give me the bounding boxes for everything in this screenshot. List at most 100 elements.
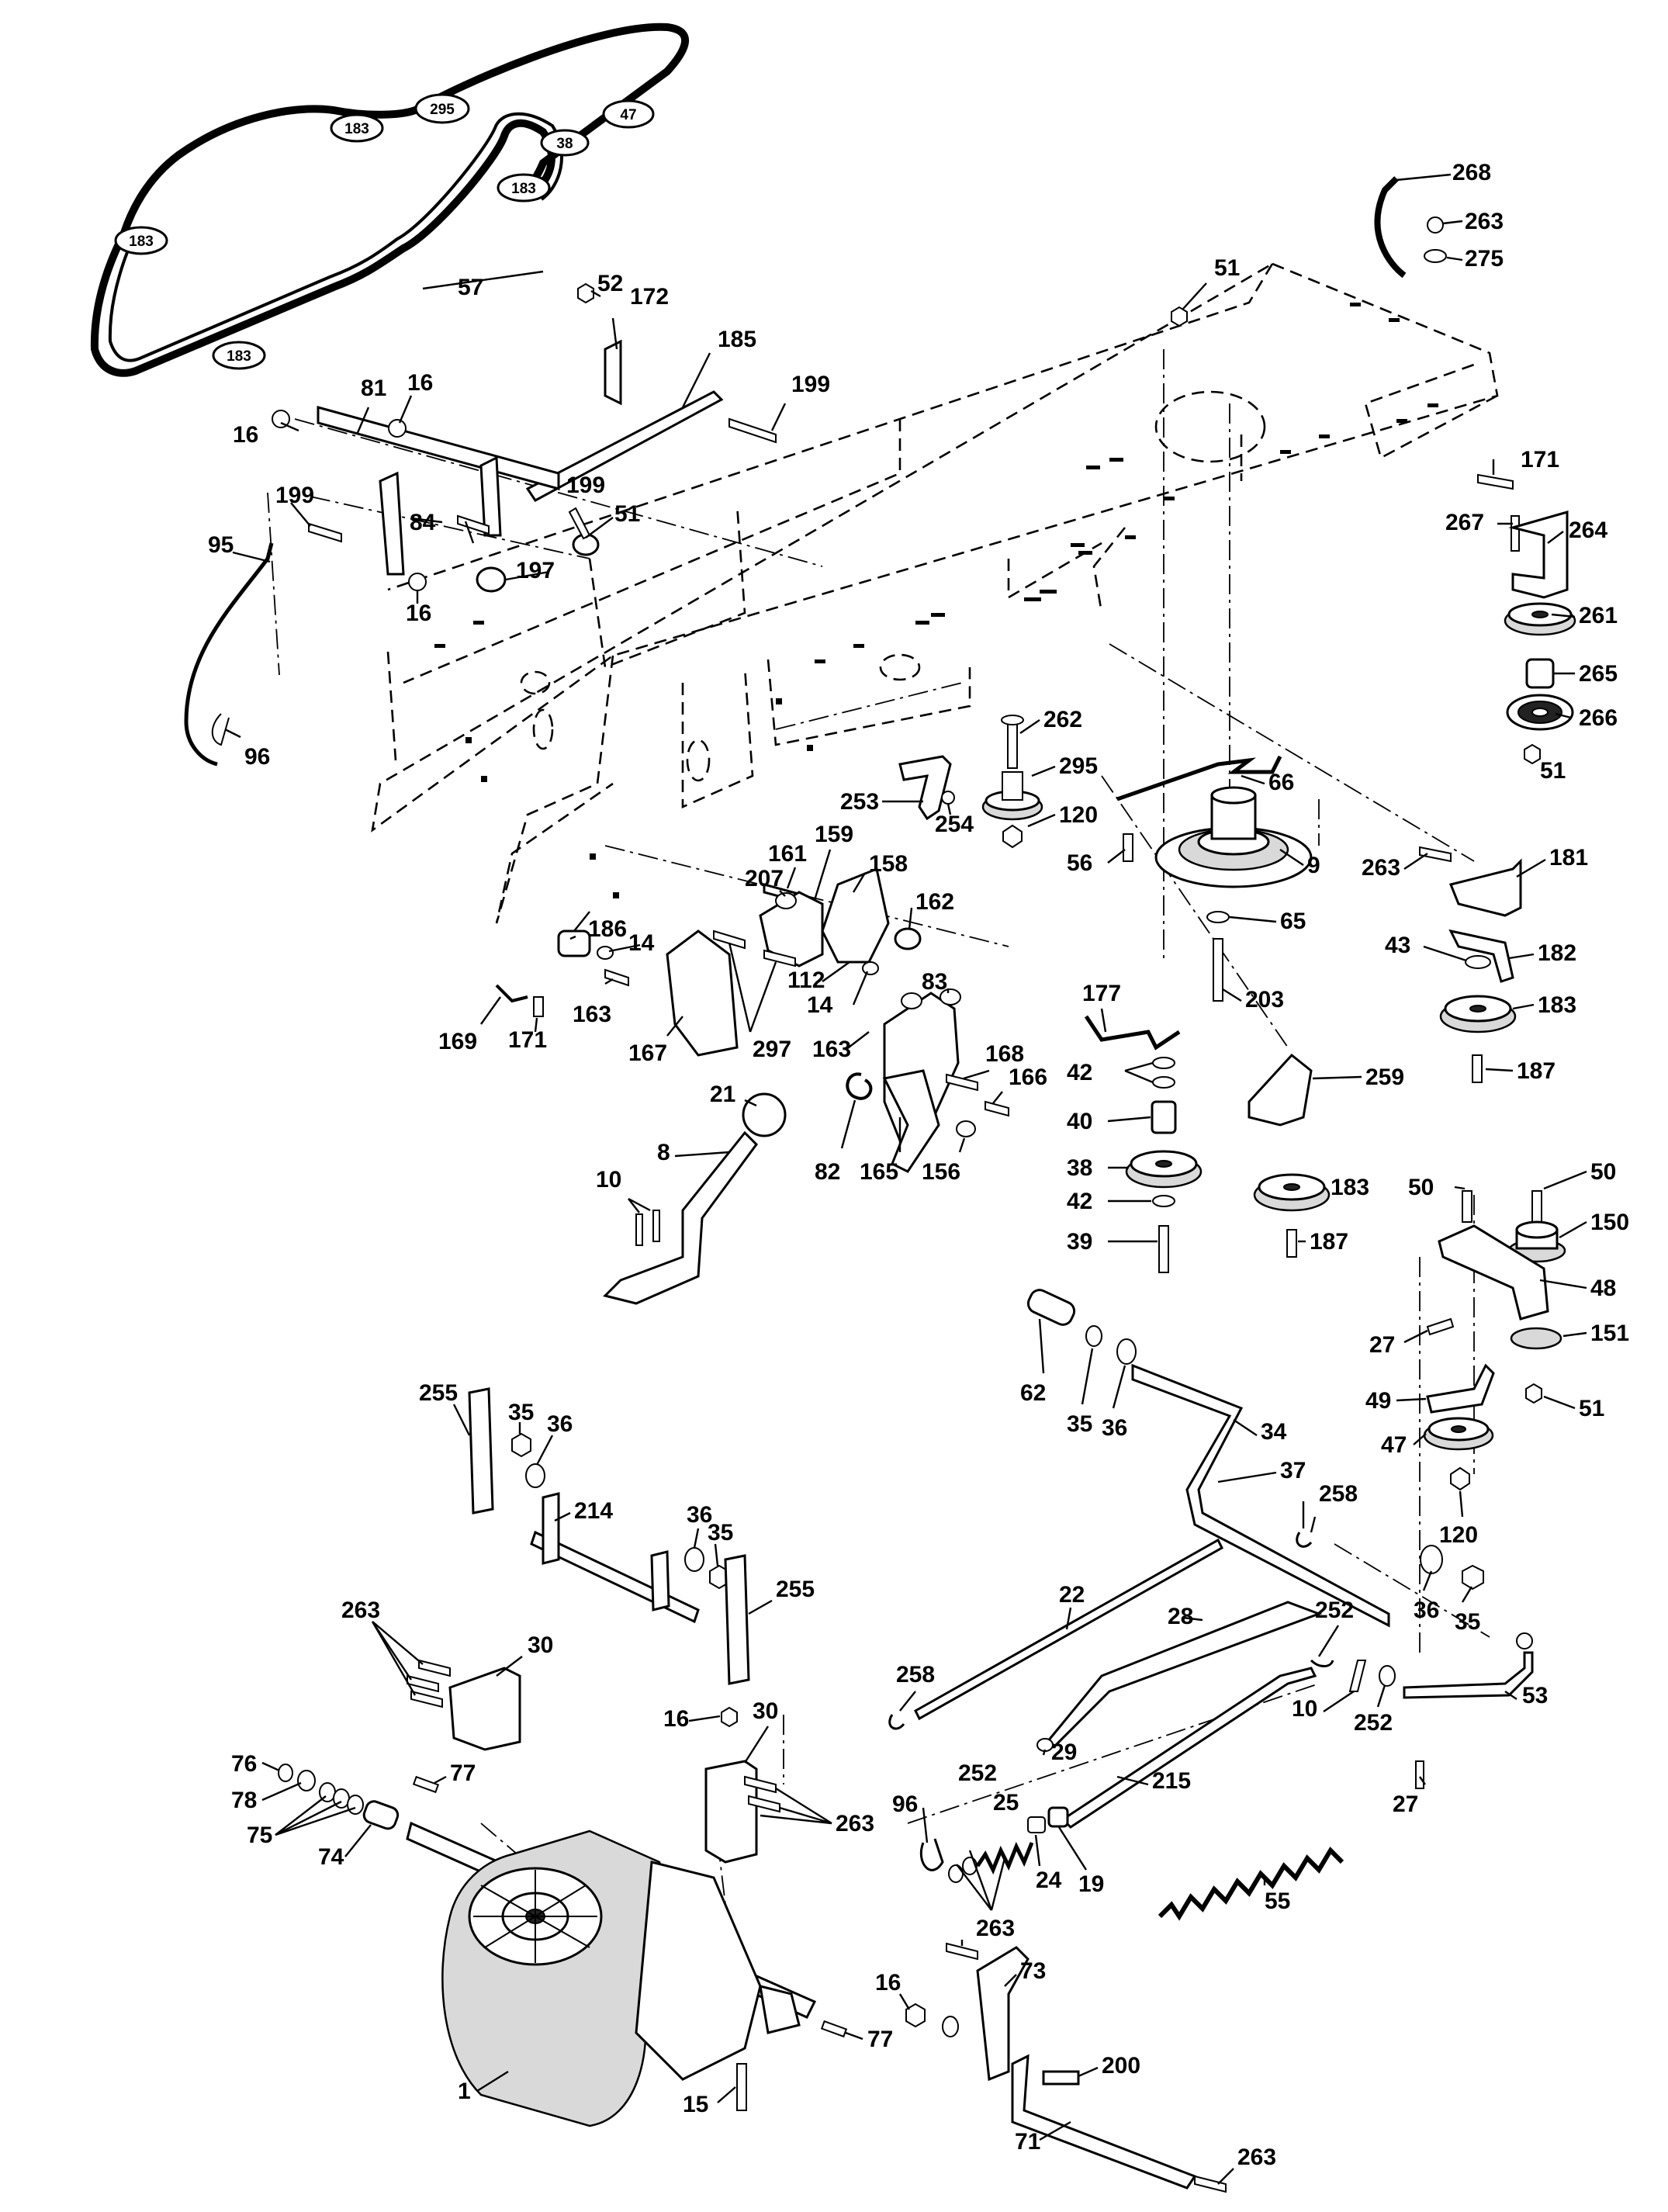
callout-263: 263 [1362,855,1400,881]
callout-169: 169 [438,1029,477,1054]
svg-text:183: 183 [344,121,369,137]
callout-171: 171 [1521,447,1559,473]
callout-168: 168 [985,1041,1024,1067]
callout-53: 53 [1522,1683,1548,1708]
part-263-bolt-e [748,1795,780,1813]
part-81-shaft [317,406,560,490]
callout-56: 56 [1067,850,1092,876]
part-215-rod [1061,1667,1317,1829]
callout-30: 30 [528,1632,553,1658]
callout-36: 36 [1414,1598,1439,1623]
callout-14: 14 [807,992,833,1018]
callout-25: 25 [993,1790,1019,1816]
callout-48: 48 [1590,1276,1616,1301]
callout-71: 71 [1015,2129,1040,2155]
callout-172: 172 [630,284,669,310]
part-75-washer-c [347,1795,364,1815]
callout-203: 203 [1245,987,1284,1013]
part-40-spacer [1151,1100,1177,1134]
part-264-bracket [1508,511,1569,599]
part-265-spacer [1525,658,1555,689]
part-51-nut-top [1171,306,1188,327]
part-42-washer-c [1152,1195,1175,1207]
callout-263: 263 [1465,209,1504,234]
callout-259: 259 [1365,1064,1404,1090]
callout-36: 36 [1102,1415,1127,1441]
part-16-nut-b [388,419,407,438]
part-258-pin-a [1296,1532,1313,1548]
part-83-washer-a [901,992,922,1009]
drive-belt-57 [90,23,689,377]
callout-10: 10 [1292,1696,1317,1722]
part-268-hanger-rod [1374,176,1407,279]
part-177-wire [1084,1015,1181,1051]
belt-pulley-183-c: 183 [114,226,168,255]
part-163-bolt-a [604,968,629,987]
callout-166: 166 [1009,1064,1047,1090]
part-8-pedal-arm [603,1130,758,1305]
part-47-pulley [1423,1417,1494,1451]
callout-252: 252 [1354,1710,1393,1736]
part-84-arm [379,471,405,576]
part-167-bracket [666,929,739,1057]
part-35-nut-a [511,1432,531,1458]
part-199-bolt-d [568,507,591,540]
part-252-washer-c [948,1864,964,1883]
callout-162: 162 [915,889,954,915]
callout-22: 22 [1059,1582,1085,1608]
callout-24: 24 [1036,1868,1062,1893]
callout-187: 187 [1517,1058,1556,1084]
frame-dot-pattern [434,303,1438,898]
part-16-nut-c [408,573,427,591]
part-51-nut-right [1524,743,1541,765]
part-73-bracket [976,1946,1030,2082]
part-156-washer [956,1120,976,1137]
callout-177: 177 [1082,981,1121,1006]
callout-163: 163 [573,1002,611,1027]
part-252-clip-a [1310,1659,1334,1667]
callout-76: 76 [231,1751,257,1777]
callout-263: 263 [341,1598,380,1623]
callout-29: 29 [1051,1739,1077,1765]
callout-42: 42 [1067,1189,1092,1214]
part-15-bolt [736,2063,747,2111]
part-199-bolt-c [457,514,490,535]
callout-186: 186 [588,916,627,942]
callout-95: 95 [208,532,234,558]
callout-268: 268 [1452,160,1491,185]
callout-52: 52 [597,271,623,296]
callout-27: 27 [1393,1791,1418,1817]
part-183-pulley-right [1439,995,1517,1033]
callout-49: 49 [1365,1388,1391,1414]
part-42-washer-a [1152,1057,1175,1069]
part-197-bushing [476,566,507,593]
callout-43: 43 [1385,933,1410,958]
callout-265: 265 [1579,661,1618,687]
part-162-nut [894,927,922,950]
callout-36: 36 [547,1411,573,1437]
callout-15: 15 [683,2092,708,2117]
part-266-pulley [1506,694,1574,731]
part-35-nut [1462,1564,1484,1591]
part-96-hairpin-b [919,1838,944,1871]
part-165-arm [882,1069,940,1173]
callout-83: 83 [922,969,947,995]
part-263-bolt-73 [946,1942,978,1961]
callout-65: 65 [1280,909,1306,934]
part-51-nut-lower [1525,1383,1542,1404]
callout-156: 156 [922,1159,960,1185]
callout-182: 182 [1538,940,1576,966]
callout-297: 297 [753,1037,791,1062]
callout-255: 255 [776,1577,815,1602]
callout-120: 120 [1439,1522,1478,1548]
callout-207: 207 [745,866,784,891]
callout-263: 263 [976,1916,1015,1941]
part-52-nut [577,282,594,304]
part-22-rod [914,1538,1223,1721]
part-53-rod-end [1516,1632,1533,1649]
part-187-bolt-a [1472,1054,1483,1083]
callout-35: 35 [1455,1609,1480,1635]
part-28-rod [1045,1601,1323,1747]
part-168-bolt [946,1073,978,1092]
part-36-washer-c [525,1463,545,1488]
